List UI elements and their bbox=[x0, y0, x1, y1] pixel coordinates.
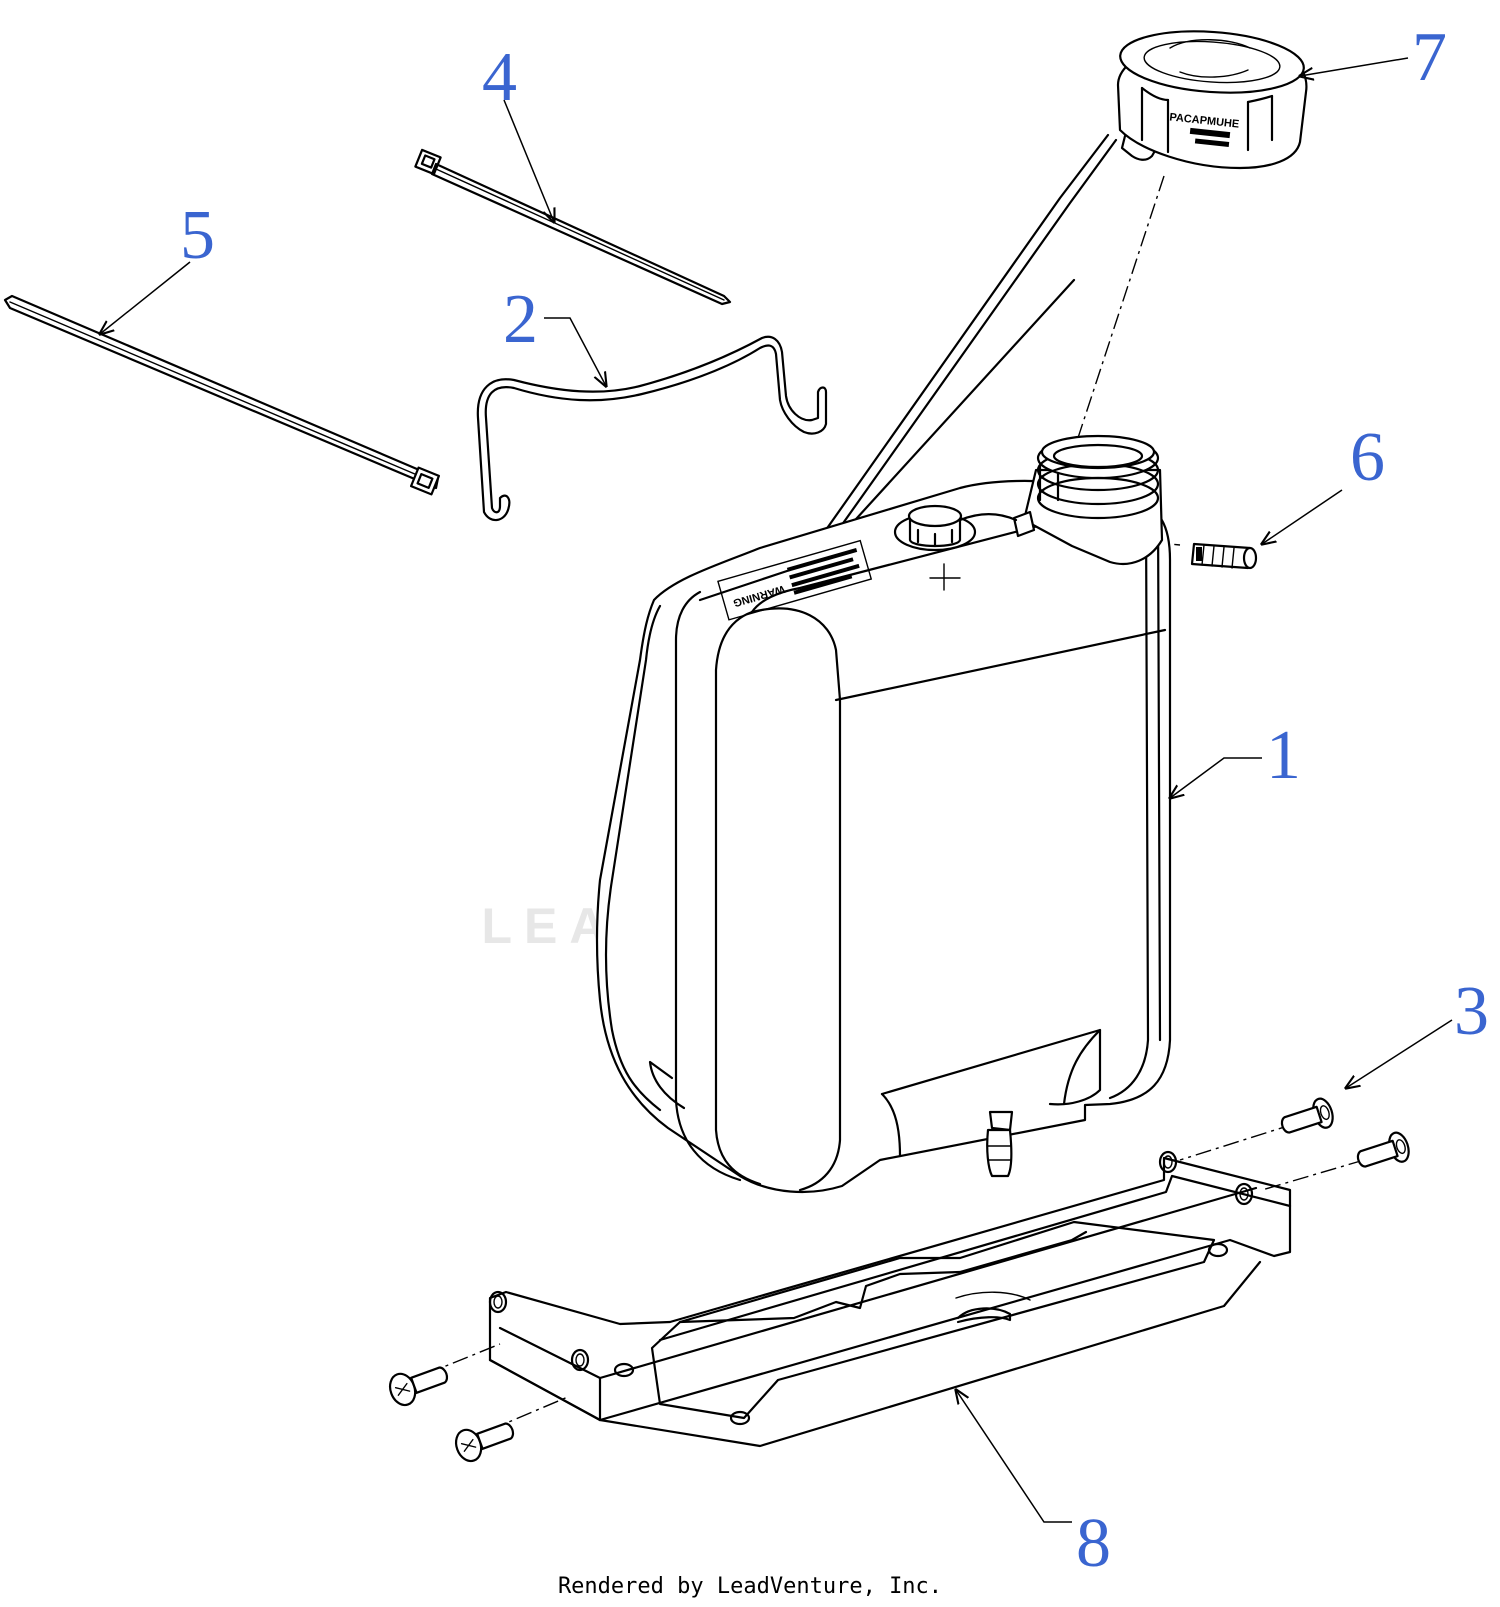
part-3-screw-4 bbox=[454, 1422, 515, 1463]
screw-alignment-line-2 bbox=[1261, 1159, 1365, 1191]
callout-7: 7 bbox=[1412, 19, 1447, 96]
part-8-bracket bbox=[488, 1150, 1292, 1448]
callout-1: 1 bbox=[1266, 717, 1301, 794]
part-3-screw-2 bbox=[1356, 1131, 1410, 1168]
footer-credit: Rendered by LeadVenture, Inc. bbox=[557, 1574, 943, 1599]
vent-cap bbox=[893, 504, 977, 552]
filler-neck bbox=[1022, 434, 1164, 566]
part-4-cable-tie-short bbox=[414, 148, 732, 306]
cap-alignment-line bbox=[1073, 175, 1165, 451]
part-5-cable-tie-long bbox=[3, 294, 441, 496]
callout-3: 3 bbox=[1454, 973, 1489, 1050]
callout-numbers: 1 2 3 4 5 6 7 8 bbox=[180, 19, 1489, 1582]
screw-alignment-line-1 bbox=[1179, 1123, 1295, 1161]
callout-8: 8 bbox=[1076, 1505, 1111, 1582]
callout-4: 4 bbox=[482, 39, 517, 116]
leader-lines bbox=[100, 57, 1453, 1523]
part-3-screw-1 bbox=[1280, 1097, 1334, 1134]
callout-2: 2 bbox=[503, 281, 538, 358]
part-3-screw-3 bbox=[388, 1366, 449, 1407]
part-6-fitting bbox=[1190, 542, 1258, 570]
callout-6: 6 bbox=[1350, 419, 1385, 496]
part-1-tank: WARNING bbox=[595, 434, 1172, 1194]
callout-5: 5 bbox=[180, 197, 215, 274]
part-2-hose-clip bbox=[476, 335, 828, 522]
